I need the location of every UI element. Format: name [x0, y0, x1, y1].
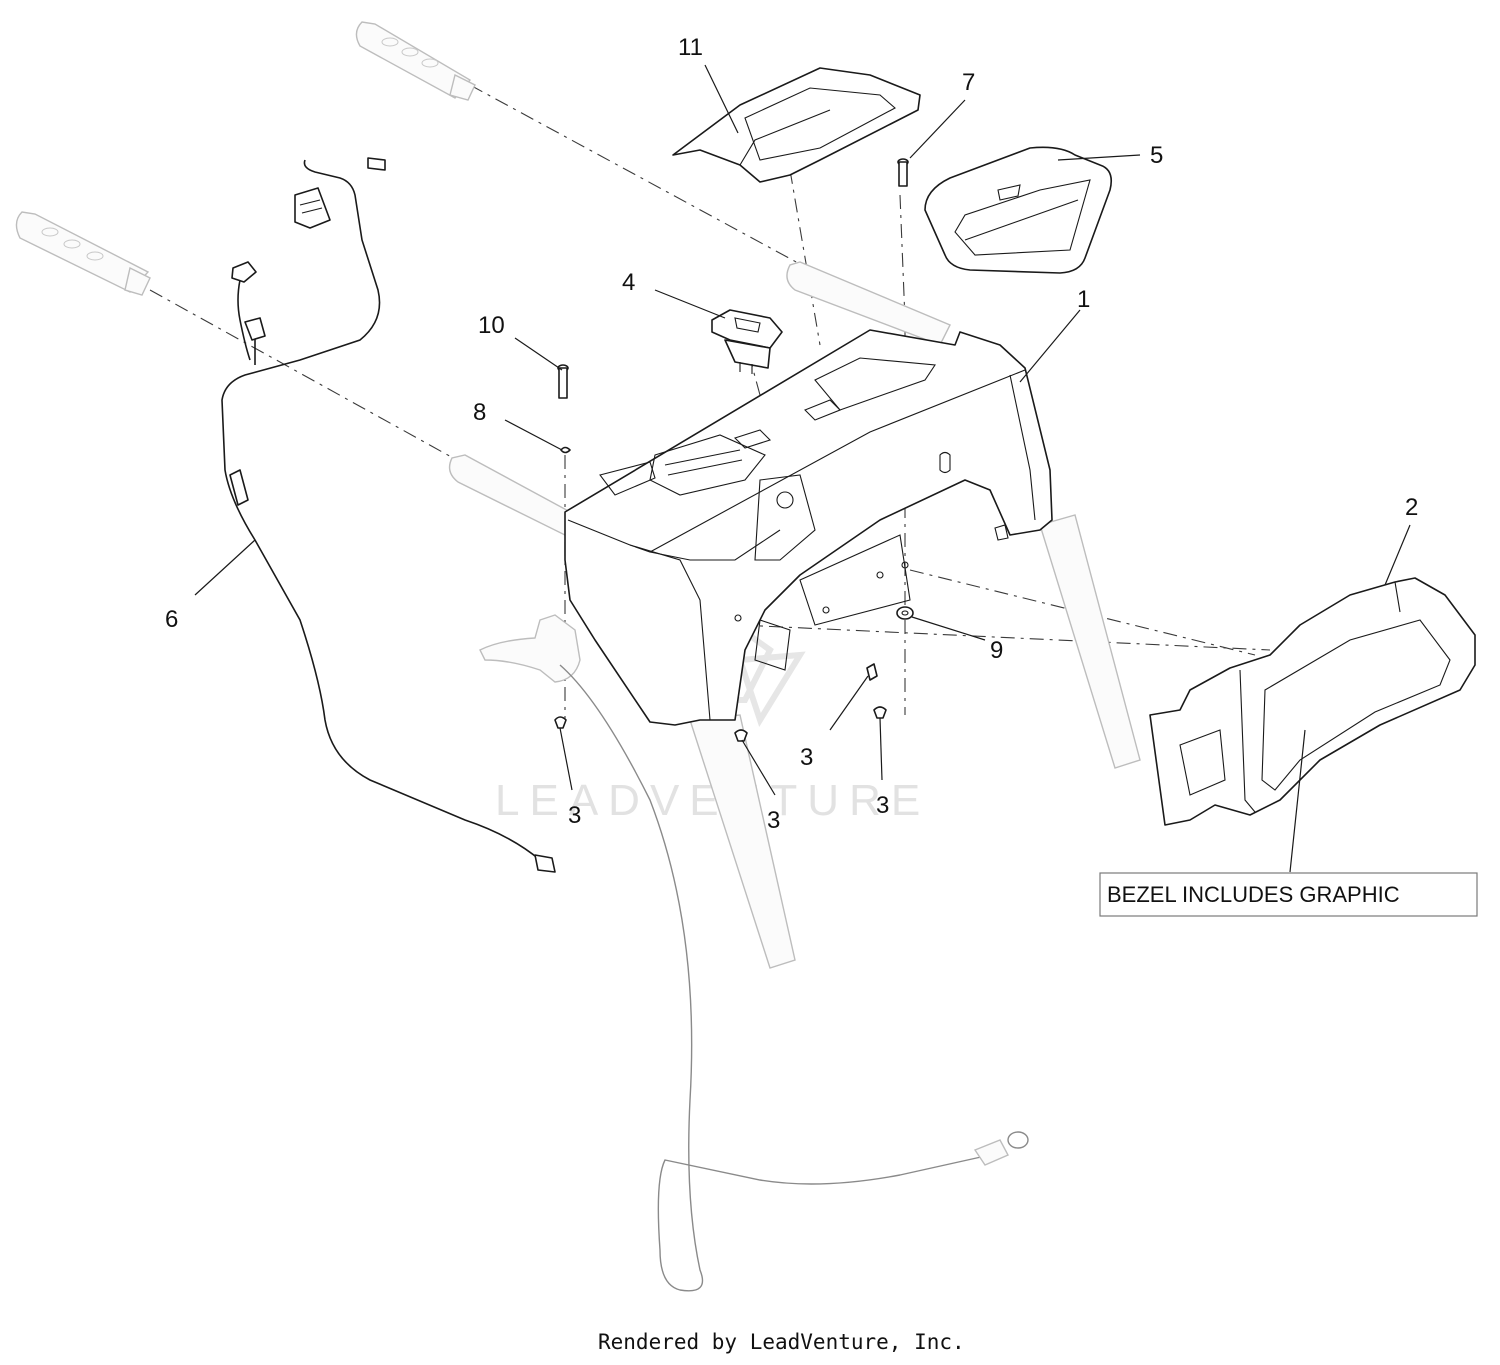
- callout-4: 4: [622, 269, 635, 296]
- callout-3-middle: 3: [767, 807, 780, 834]
- callout-7: 7: [962, 69, 975, 96]
- callout-8: 8: [473, 399, 486, 426]
- callout-6: 6: [165, 606, 178, 633]
- callout-9: 9: [990, 637, 1003, 664]
- callout-11: 11: [678, 34, 703, 61]
- bezel-note: BEZEL INCLUDES GRAPHIC: [1099, 872, 1478, 917]
- part-1-console-housing: [564, 329, 1053, 726]
- part-5-display-housing: [924, 146, 1113, 274]
- callout-2: 2: [1405, 494, 1418, 521]
- callout-5: 5: [1150, 142, 1163, 169]
- callout-3-right: 3: [876, 792, 889, 819]
- bezel-note-text: BEZEL INCLUDES GRAPHIC: [1107, 882, 1400, 907]
- part-11-top-cover: [672, 67, 921, 183]
- callout-3-left: 3: [568, 802, 581, 829]
- handlebar-tubes: [448, 261, 1141, 969]
- callout-1: 1: [1077, 286, 1090, 313]
- part-2-bezel: [1149, 577, 1476, 826]
- part-8-clip: [560, 446, 571, 454]
- part-6-wire-harness: [221, 157, 556, 873]
- part-4-switch: [711, 309, 783, 374]
- leader-lines: [194, 64, 1411, 873]
- part-9-washer: [896, 606, 914, 620]
- watermark-text: LEADVENTURE: [495, 776, 930, 825]
- part-3-screws: [554, 663, 887, 742]
- footer-credit: Rendered by LeadVenture, Inc.: [598, 1330, 965, 1354]
- callout-10: 10: [478, 312, 505, 339]
- callout-3-center: 3: [800, 744, 813, 771]
- part-7-pin: [897, 158, 909, 187]
- handle-grip-upper: [355, 21, 476, 101]
- handle-grip-lower: [15, 211, 151, 296]
- part-10-pin: [557, 364, 569, 399]
- lever-and-cable: [479, 614, 1029, 1292]
